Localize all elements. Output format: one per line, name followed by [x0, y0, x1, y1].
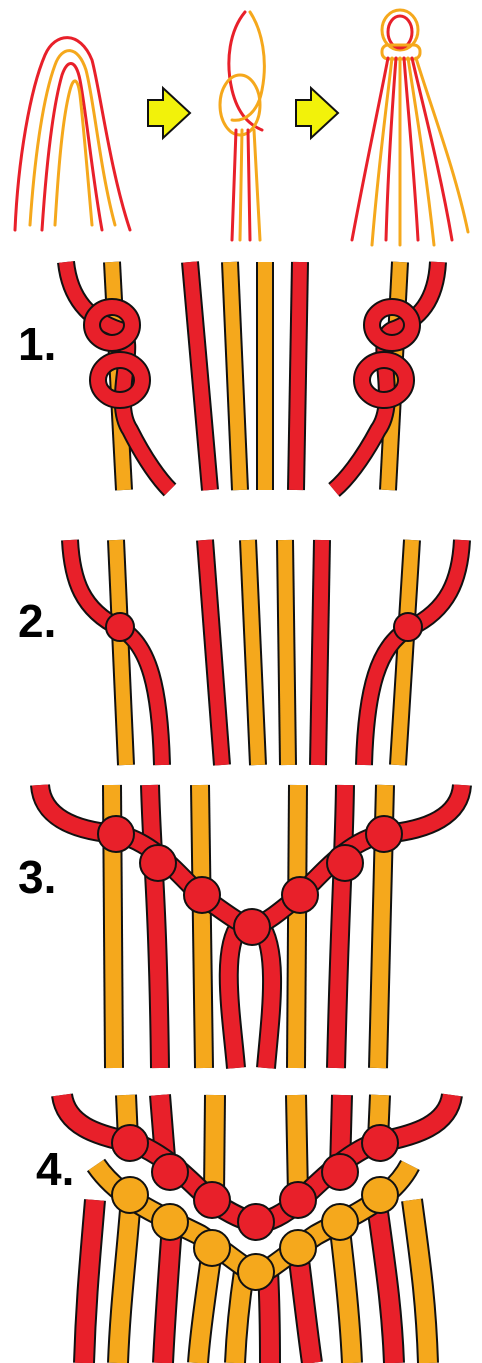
step-3-cords	[40, 785, 462, 1068]
step-1-label: 1.	[18, 318, 56, 370]
square-knot	[366, 816, 402, 852]
cord-red	[260, 925, 272, 1068]
square-knot-orange	[112, 1177, 148, 1213]
cord-red	[84, 1200, 95, 1363]
square-knot-orange	[362, 1177, 398, 1213]
square-knot	[234, 909, 270, 945]
cord-orange	[340, 1230, 352, 1363]
cord-red	[163, 1225, 172, 1363]
step-3-label: 3.	[18, 851, 56, 903]
intro-panel	[15, 10, 468, 245]
step-3-panel: 3.	[18, 785, 462, 1068]
step-1-panel: 1.	[18, 262, 438, 490]
cord-orange	[398, 540, 412, 765]
cord-orange	[296, 1095, 298, 1195]
cord-orange	[248, 540, 258, 765]
intro-arrow-1	[148, 88, 190, 138]
cord-red	[205, 540, 222, 765]
cord-orange	[230, 262, 240, 490]
cord-orange	[296, 785, 298, 1068]
cord-red	[318, 540, 322, 765]
cord-red	[150, 785, 160, 1068]
step-2-panel: 2.	[18, 540, 462, 765]
step-1-cords	[66, 262, 438, 490]
square-knot	[282, 877, 318, 913]
right-arrow-icon	[296, 88, 338, 138]
square-knot-red	[194, 1182, 230, 1218]
cord-orange	[116, 540, 126, 765]
cord-orange	[200, 785, 204, 1068]
square-knot-orange	[152, 1204, 188, 1240]
square-knot	[327, 845, 363, 881]
square-knot-orange	[238, 1254, 274, 1290]
cord-red	[296, 262, 300, 490]
step-4-cords	[62, 1095, 452, 1363]
step-2-label: 2.	[18, 595, 56, 647]
step-2-cords	[70, 540, 462, 765]
cord-orange	[285, 540, 288, 765]
square-knot-red	[280, 1182, 316, 1218]
intro-loose-cords	[15, 38, 130, 230]
square-knot-red	[238, 1204, 274, 1240]
square-knot	[394, 613, 422, 641]
square-knot-orange	[194, 1230, 230, 1266]
square-knot-red	[362, 1125, 398, 1161]
right-arrow-icon	[148, 88, 190, 138]
cord-red	[229, 925, 240, 1068]
square-knot	[98, 816, 134, 852]
square-knot-orange	[322, 1204, 358, 1240]
square-knot-red	[112, 1125, 148, 1161]
square-knot-orange	[280, 1230, 316, 1266]
square-knot	[106, 613, 134, 641]
intro-lark-knot	[220, 12, 264, 240]
cord-orange	[214, 1095, 215, 1195]
cord-orange	[118, 1210, 130, 1363]
cord-red	[298, 1252, 312, 1363]
square-knot-red	[152, 1154, 188, 1190]
step-4-label: 4.	[36, 1143, 74, 1195]
cord-red	[378, 1212, 394, 1363]
intro-arrow-2	[296, 88, 338, 138]
square-knot-red	[322, 1154, 358, 1190]
square-knot	[140, 845, 176, 881]
step-4-panel: 4.	[36, 1095, 452, 1363]
cord-orange	[198, 1250, 212, 1363]
square-knot	[184, 877, 220, 913]
cord-red	[336, 785, 345, 1068]
cord-orange	[412, 1200, 428, 1363]
cord-red	[190, 262, 210, 490]
intro-bundle	[352, 10, 468, 245]
